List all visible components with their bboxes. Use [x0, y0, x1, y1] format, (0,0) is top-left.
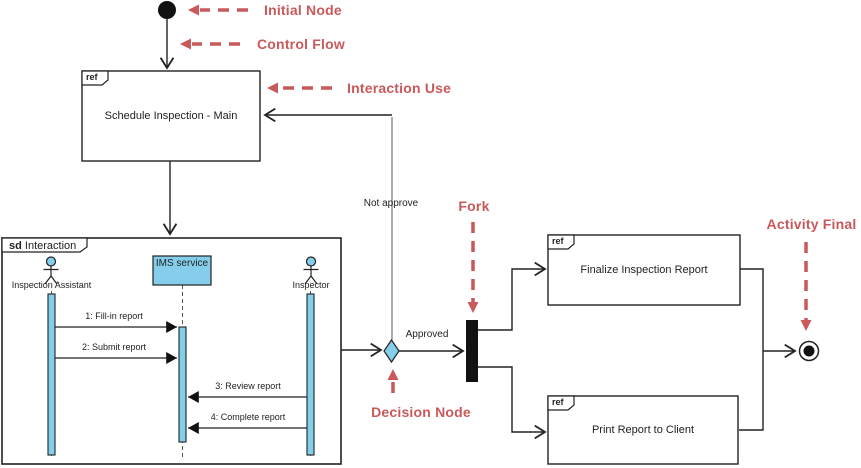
annotation-initial-node: Initial Node: [264, 2, 342, 18]
activity-final-node-core: [803, 345, 815, 357]
guard-not-approve-label: Not approve: [363, 198, 419, 209]
decision-node: [383, 338, 400, 364]
fork-node: [466, 320, 478, 382]
initial-node: [158, 1, 176, 19]
ref-keyword-finalize: ref: [552, 236, 564, 246]
ref-tab-finalize: [547, 234, 575, 250]
ims-service-object-box: [152, 255, 212, 286]
annotation-fork: Fork: [458, 198, 490, 214]
interaction-use-print-box: [547, 395, 739, 465]
schedule-box-label: Schedule Inspection - Main: [104, 110, 238, 122]
finalize-box-label: Finalize Inspection Report: [580, 264, 708, 276]
interaction-use-schedule-box: [81, 70, 261, 162]
annotation-arrows: [192, 8, 808, 400]
activation-bar-ims-service: [178, 326, 187, 443]
sd-keyword: sd: [9, 240, 22, 252]
actor-inspector-figure: [303, 256, 319, 285]
activation-bar-inspector: [306, 293, 315, 456]
message-4-label: 4: Complete report: [210, 412, 286, 422]
ref-tab-print: [547, 395, 575, 411]
ref-tab-schedule: [81, 70, 109, 86]
message-1-label: 1: Fill-in report: [85, 311, 143, 321]
message-3-label: 3: Review report: [215, 381, 281, 391]
merge-edges-to-final: [739, 268, 764, 431]
ims-service-label: IMS service: [155, 258, 209, 269]
annotation-control-flow: Control Flow: [257, 36, 345, 52]
interaction-use-finalize-box: [547, 234, 741, 306]
annotation-interaction-use: Interaction Use: [347, 80, 452, 96]
sd-frame-title: sd Interaction: [9, 240, 76, 252]
sd-name: Interaction: [24, 240, 77, 252]
actor-inspection-assistant-label: Inspection Assistant: [11, 280, 92, 290]
activation-bar-inspection-assistant: [47, 293, 56, 456]
ref-keyword-print: ref: [552, 397, 564, 407]
actor-inspection-assistant-figure: [43, 256, 59, 285]
actor-inspector-label: Inspector: [292, 280, 330, 290]
control-flow-edge-fork-to-print: [478, 366, 547, 440]
guard-approved-label: Approved: [405, 329, 449, 340]
annotation-activity-final: Activity Final: [766, 216, 857, 232]
print-box-label: Print Report to Client: [591, 424, 695, 436]
annotation-arrowheads: [180, 4, 812, 380]
annotation-decision-node: Decision Node: [371, 404, 471, 420]
ref-keyword-schedule: ref: [86, 72, 98, 82]
message-2-label: 2: Submit report: [81, 342, 147, 352]
control-flow-edge-fork-to-finalize: [478, 261, 547, 331]
sd-frame-tab: [1, 237, 88, 253]
